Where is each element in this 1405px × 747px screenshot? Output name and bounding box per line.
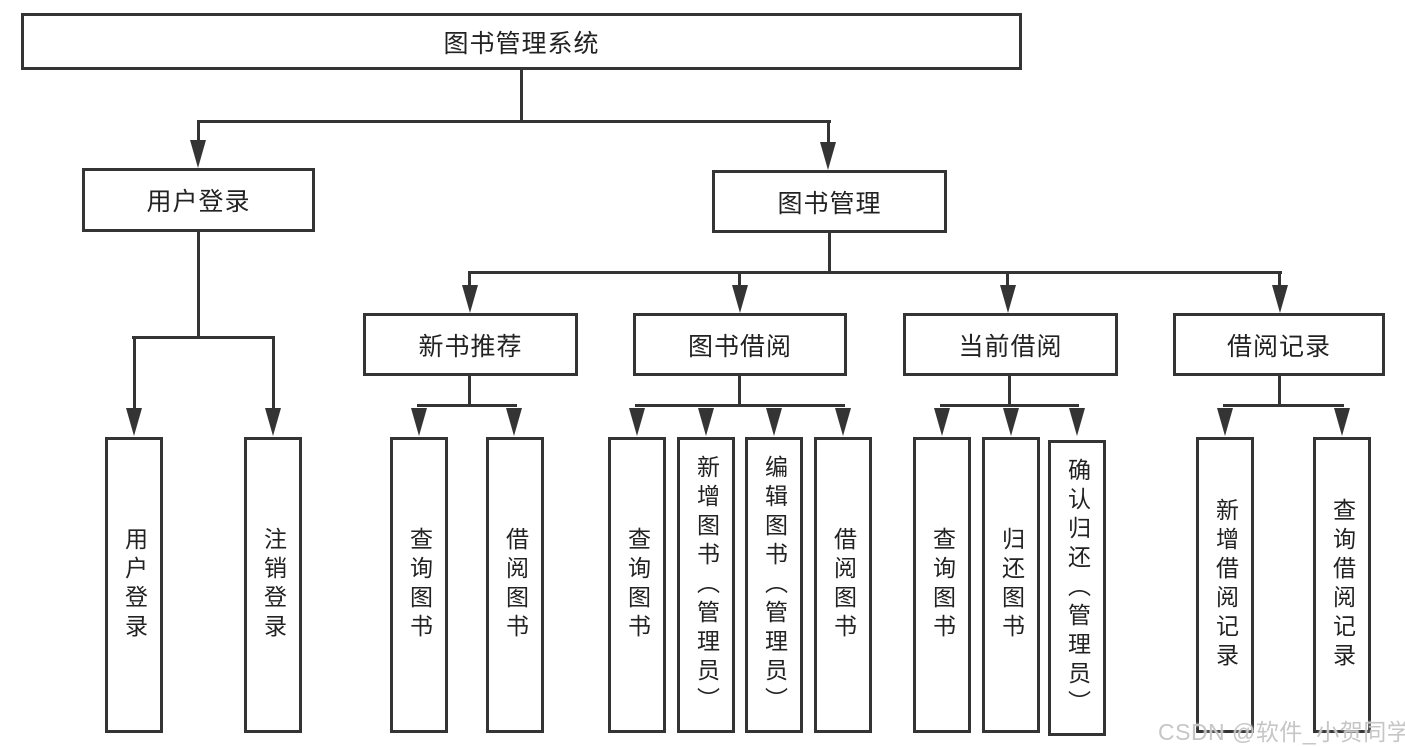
node-new-book-recommend-label: 新书推荐	[418, 332, 523, 361]
node-library-system: 图书管理系统	[21, 13, 1022, 70]
connector-line	[828, 233, 831, 274]
leaf-confirm-return-admin: 确认归还（管理员）	[1048, 440, 1106, 736]
node-book-borrow: 图书借阅	[633, 313, 847, 376]
leaf-query-books-borrow: 查询图书	[608, 437, 666, 733]
connector-line	[1278, 376, 1281, 407]
connector-line	[468, 271, 471, 287]
arrow-down-icon	[126, 408, 142, 436]
csdn-watermark: CSDN @软件_小贺同学	[1158, 719, 1405, 745]
arrow-down-icon	[462, 285, 478, 313]
arrow-down-icon	[265, 408, 281, 436]
leaf-add-books-admin-label: 新增图书（管理员）	[693, 454, 720, 716]
connector-line	[940, 404, 1079, 407]
node-user-login: 用户登录	[82, 168, 315, 232]
arrow-down-icon	[1003, 408, 1019, 436]
connector-line	[132, 336, 275, 339]
leaf-add-borrow-record: 新增借阅记录	[1196, 437, 1254, 733]
leaf-borrow-books-recommend-label: 借阅图书	[502, 527, 529, 643]
arrow-down-icon	[732, 285, 748, 313]
connector-line	[827, 120, 830, 146]
arrow-down-icon	[1334, 408, 1350, 436]
leaf-edit-books-admin-label: 编辑图书（管理员）	[761, 454, 788, 716]
connector-line	[272, 336, 275, 412]
connector-line	[738, 376, 741, 407]
arrow-down-icon	[934, 408, 950, 436]
leaf-logout: 注销登录	[244, 437, 302, 733]
node-borrow-record: 借阅记录	[1173, 313, 1385, 376]
connector-line	[1223, 404, 1344, 407]
leaf-logout-label: 注销登录	[260, 527, 287, 643]
node-new-book-recommend: 新书推荐	[363, 313, 578, 376]
leaf-add-books-admin: 新增图书（管理员）	[677, 437, 735, 733]
node-book-management: 图书管理	[712, 170, 947, 233]
node-library-system-label: 图书管理系统	[443, 29, 600, 58]
arrow-down-icon	[1217, 408, 1233, 436]
connector-line	[197, 120, 831, 123]
connector-line	[468, 271, 1282, 274]
leaf-user-login-label: 用户登录	[121, 527, 148, 643]
connector-line	[1006, 271, 1009, 287]
leaf-borrow-books: 借阅图书	[814, 437, 872, 733]
leaf-return-books: 归还图书	[982, 437, 1040, 733]
arrow-down-icon	[411, 408, 427, 436]
node-borrow-record-label: 借阅记录	[1226, 332, 1331, 361]
arrow-down-icon	[1272, 285, 1288, 313]
leaf-query-books-current-label: 查询图书	[929, 527, 956, 643]
leaf-query-borrow-record: 查询借阅记录	[1313, 437, 1371, 733]
connector-line	[468, 376, 471, 407]
connector-line	[1278, 271, 1281, 287]
leaf-query-books-current: 查询图书	[913, 437, 971, 733]
node-current-borrow: 当前借阅	[903, 313, 1118, 376]
arrow-down-icon	[698, 408, 714, 436]
arrow-down-icon	[506, 408, 522, 436]
leaf-return-books-label: 归还图书	[998, 527, 1025, 643]
leaf-borrow-books-label: 借阅图书	[830, 527, 857, 643]
leaf-confirm-return-admin-label: 确认归还（管理员）	[1064, 457, 1091, 719]
arrow-down-icon	[629, 408, 645, 436]
connector-line	[197, 120, 200, 146]
leaf-query-books-recommend: 查询图书	[390, 437, 448, 733]
node-user-login-label: 用户登录	[146, 188, 251, 216]
arrow-down-icon	[190, 140, 206, 168]
leaf-user-login: 用户登录	[105, 437, 163, 733]
node-current-borrow-label: 当前借阅	[958, 332, 1063, 361]
arrow-down-icon	[766, 408, 782, 436]
connector-line	[738, 271, 741, 287]
leaf-query-books-borrow-label: 查询图书	[624, 527, 651, 643]
leaf-query-borrow-record-label: 查询借阅记录	[1329, 498, 1356, 672]
leaf-add-borrow-record-label: 新增借阅记录	[1212, 498, 1239, 672]
node-book-management-label: 图书管理	[777, 189, 882, 218]
arrow-down-icon	[835, 408, 851, 436]
connector-line	[520, 69, 523, 122]
connector-line	[635, 404, 845, 407]
leaf-query-books-recommend-label: 查询图书	[406, 527, 433, 643]
connector-line	[417, 404, 517, 407]
leaf-edit-books-admin: 编辑图书（管理员）	[745, 437, 803, 733]
connector-line	[1008, 376, 1011, 407]
arrow-down-icon	[1000, 285, 1016, 313]
arrow-down-icon	[820, 142, 836, 170]
node-book-borrow-label: 图书借阅	[687, 332, 792, 361]
arrow-down-icon	[1069, 408, 1085, 436]
leaf-borrow-books-recommend: 借阅图书	[486, 437, 544, 733]
connector-line	[197, 232, 200, 338]
connector-line	[133, 336, 136, 412]
